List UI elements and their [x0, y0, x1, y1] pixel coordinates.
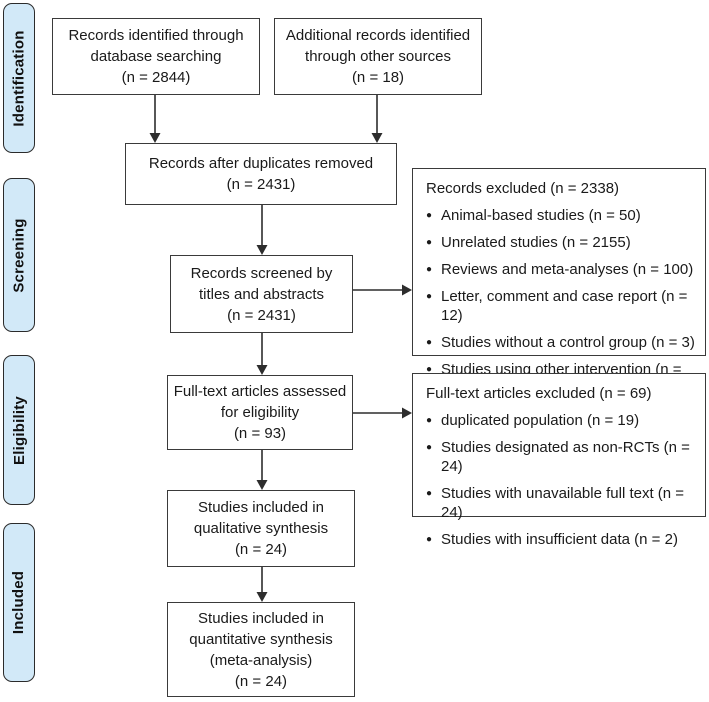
- exclusion-item: Animal-based studies (n = 50): [426, 206, 695, 225]
- exclusion-item: Studies designated as non-RCTs (n = 24): [426, 438, 695, 476]
- exclusion-item: duplicated population (n = 19): [426, 411, 695, 430]
- arrow-qualitative-to-quantitative: [256, 567, 268, 602]
- exclusion-box-fulltext-excluded: Full-text articles excluded (n = 69) dup…: [412, 373, 706, 549]
- stage-label-included: Included: [3, 523, 35, 682]
- stage-label-text: Identification: [10, 29, 28, 127]
- exclusion-list: duplicated population (n = 19) Studies d…: [426, 411, 695, 549]
- arrow-fulltext-to-qualitative: [256, 450, 268, 490]
- exclusion-item: Studies with unavailable full text (n = …: [426, 484, 695, 522]
- exclusion-title: Full-text articles excluded (n = 69): [426, 385, 652, 402]
- flow-box-additional-records: Additional records identified through ot…: [274, 18, 482, 95]
- arrow-additional-to-duplicates: [371, 95, 383, 143]
- stage-label-identification: Identification: [3, 3, 35, 153]
- stage-label-text: Eligibility: [10, 395, 28, 465]
- arrow-duplicates-to-screened: [256, 205, 268, 255]
- flow-box-quantitative-synthesis: Studies included in quantitative synthes…: [167, 602, 355, 697]
- stage-label-eligibility: Eligibility: [3, 355, 35, 505]
- stage-label-text: Screening: [10, 217, 28, 293]
- exclusion-item: Studies without a control group (n = 3): [426, 333, 695, 352]
- exclusion-item: Unrelated studies (n = 2155): [426, 233, 695, 252]
- arrow-screened-to-records-excluded: [353, 284, 412, 296]
- flow-box-records-identified: Records identified through database sear…: [52, 18, 260, 95]
- arrow-screened-to-fulltext: [256, 333, 268, 375]
- exclusion-list: Animal-based studies (n = 50) Unrelated …: [426, 206, 695, 398]
- exclusion-title: Records excluded (n = 2338): [426, 180, 620, 197]
- exclusion-item: Reviews and meta-analyses (n = 100): [426, 260, 695, 279]
- stage-label-text: Included: [10, 570, 28, 635]
- flow-box-records-screened: Records screened by titles and abstracts…: [170, 255, 353, 333]
- arrow-fulltext-to-fulltext-excluded: [353, 407, 412, 419]
- stage-label-screening: Screening: [3, 178, 35, 332]
- flow-box-qualitative-synthesis: Studies included in qualitative synthesi…: [167, 490, 355, 567]
- exclusion-item: Letter, comment and case report (n = 12): [426, 287, 695, 325]
- arrow-identified-to-duplicates: [149, 95, 161, 143]
- exclusion-item: Studies with insufficient data (n = 2): [426, 530, 695, 549]
- flow-box-duplicates-removed: Records after duplicates removed (n = 24…: [125, 143, 397, 205]
- flow-box-fulltext-assessed: Full-text articles assessed for eligibil…: [167, 375, 353, 450]
- exclusion-box-records-excluded: Records excluded (n = 2338) Animal-based…: [412, 168, 706, 397]
